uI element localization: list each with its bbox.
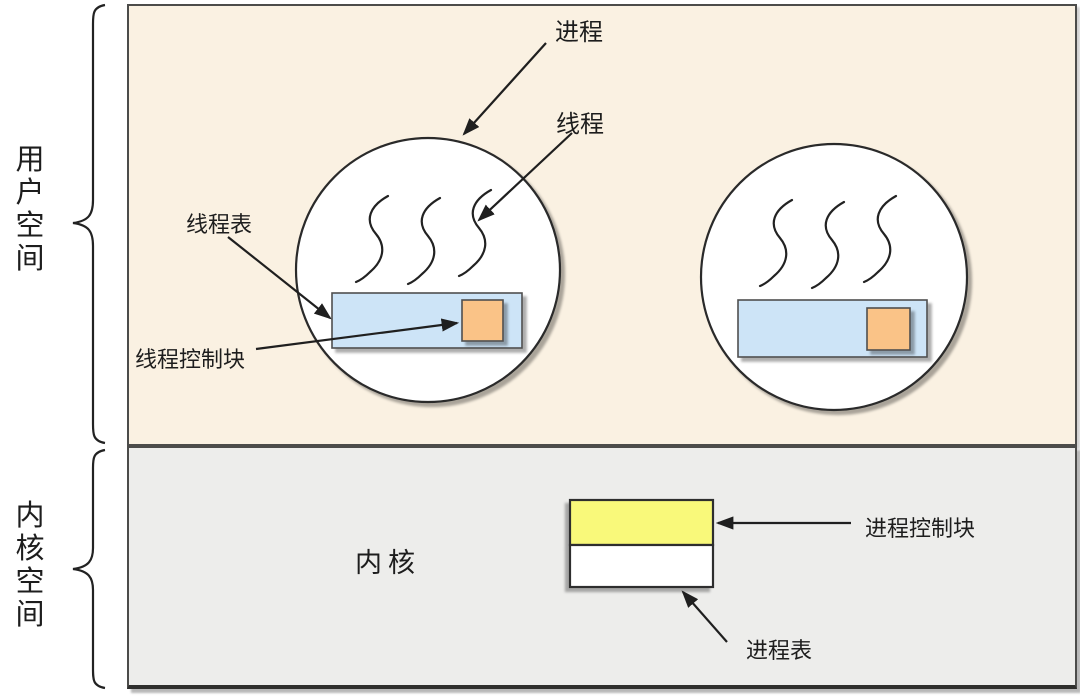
thread-control-block-label: 线程控制块 <box>135 347 246 372</box>
kernel-space-brace <box>72 448 106 690</box>
process-table-label: 进程表 <box>746 638 813 663</box>
thread-table-label: 线程表 <box>186 212 253 237</box>
user-space-region <box>127 4 1077 446</box>
thread-label: 线程 <box>556 111 604 138</box>
kernel-space-label: 内核空间 <box>15 500 45 631</box>
process-control-block-label: 进程控制块 <box>865 516 976 541</box>
kernel-space-region <box>127 446 1077 689</box>
user-space-brace <box>72 3 106 445</box>
user-space-label: 用户空间 <box>15 144 45 275</box>
kernel-label: 内核 <box>355 548 421 578</box>
process-label: 进程 <box>555 19 603 46</box>
